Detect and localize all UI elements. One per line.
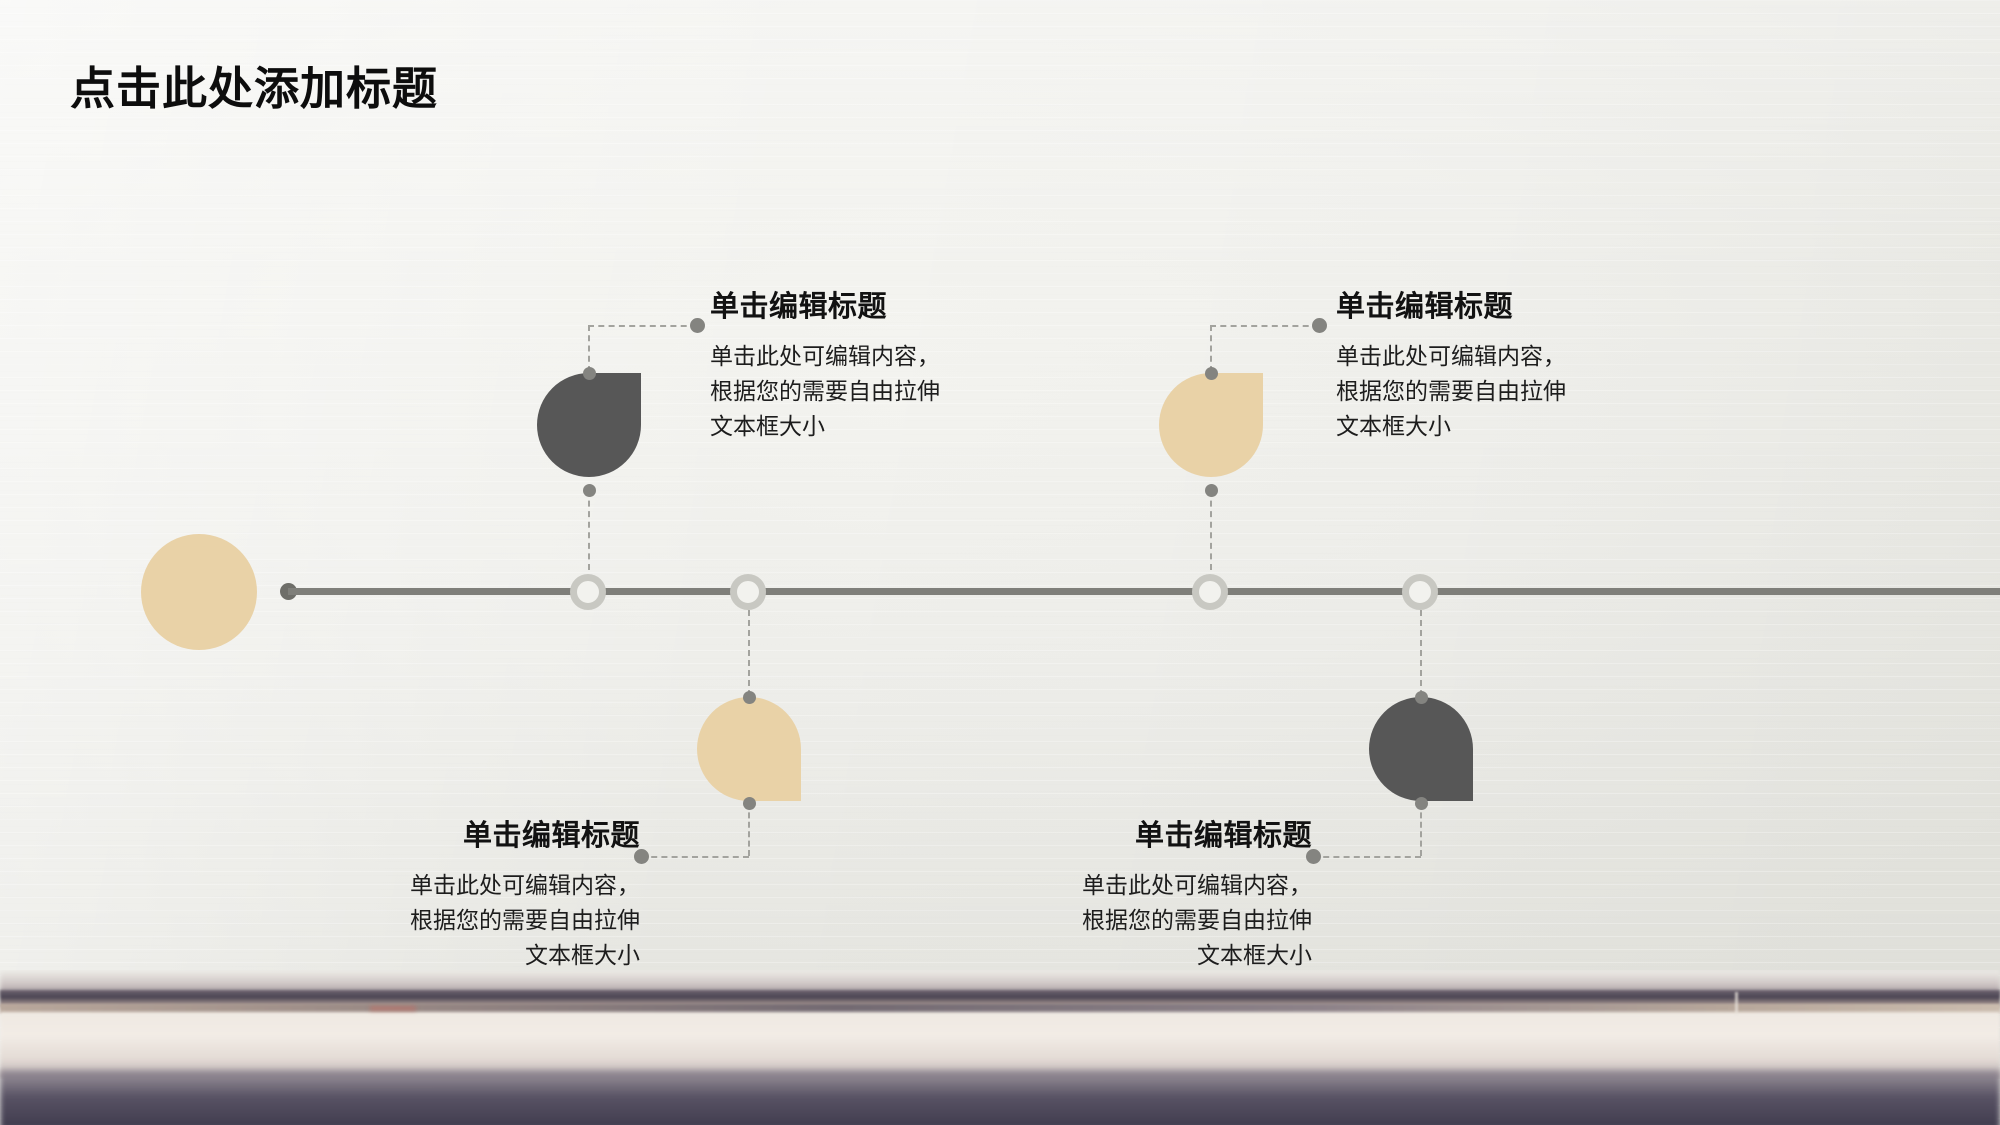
- block-line[interactable]: 文本框大小: [525, 941, 640, 968]
- block-line[interactable]: 文本框大小: [1197, 941, 1312, 968]
- block-line[interactable]: 根据您的需要自由拉伸: [710, 377, 940, 404]
- connector-dot-node-2-end: [634, 849, 649, 864]
- connector-dot-node-4-lower: [1415, 797, 1428, 810]
- timeline-blob-2: [697, 697, 801, 801]
- connector-dot-node-3-end: [1312, 318, 1327, 333]
- block-line[interactable]: 根据您的需要自由拉伸: [1082, 906, 1312, 933]
- timeline-node-marker-4[interactable]: [1402, 574, 1438, 610]
- desk-red-accent: [370, 1006, 416, 1011]
- block-title[interactable]: 单击编辑标题: [1336, 291, 1514, 323]
- timeline-node-marker-1[interactable]: [570, 574, 606, 610]
- connector-node-3-lower: [1210, 490, 1212, 570]
- connector-node-3-upper: [1210, 325, 1212, 372]
- timeline-blob-4: [1369, 697, 1473, 801]
- timeline-blob-1: [537, 373, 641, 477]
- block-title[interactable]: 单击编辑标题: [1134, 820, 1312, 852]
- connector-node-4-horizontal: [1313, 856, 1421, 858]
- desk-edge-band: [0, 990, 2000, 1008]
- connector-dot-node-1-end: [690, 318, 705, 333]
- desk-surface: [0, 1012, 2000, 1078]
- connector-node-2-horizontal: [641, 856, 749, 858]
- desk-photo-strip: [0, 970, 2000, 1125]
- block-title[interactable]: 单击编辑标题: [462, 820, 640, 852]
- block-line[interactable]: 文本框大小: [710, 412, 825, 439]
- connector-dot-node-3-upper: [1205, 367, 1218, 380]
- block-line[interactable]: 单击此处可编辑内容，: [1082, 872, 1312, 898]
- connector-node-4-upper: [1420, 610, 1422, 696]
- text-block-top-left[interactable]: 单击编辑标题 单击此处可编辑内容， 根据您的需要自由拉伸 文本框大小: [710, 283, 940, 444]
- timeline-blob-3: [1159, 373, 1263, 477]
- text-block-top-right[interactable]: 单击编辑标题 单击此处可编辑内容， 根据您的需要自由拉伸 文本框大小: [1336, 283, 1566, 444]
- connector-node-2-lower: [748, 803, 750, 856]
- connector-dot-node-1-upper: [583, 367, 596, 380]
- text-block-bottom-right[interactable]: 单击编辑标题 单击此处可编辑内容， 根据您的需要自由拉伸 文本框大小: [1002, 812, 1312, 973]
- timeline-node-marker-2[interactable]: [730, 574, 766, 610]
- connector-node-4-lower: [1420, 803, 1422, 856]
- connector-dot-node-2-lower: [743, 797, 756, 810]
- connector-node-1-horizontal: [588, 325, 697, 327]
- desk-sheen-band: [0, 1004, 2000, 1014]
- text-block-bottom-left[interactable]: 单击编辑标题 单击此处可编辑内容， 根据您的需要自由拉伸 文本框大小: [330, 812, 640, 973]
- connector-dot-node-1-lower: [583, 484, 596, 497]
- connector-node-3-horizontal: [1210, 325, 1319, 327]
- timeline-axis: [288, 588, 2000, 595]
- decorative-accent-circle: [141, 534, 257, 650]
- block-title[interactable]: 单击编辑标题: [710, 291, 888, 323]
- connector-dot-node-4-upper: [1415, 691, 1428, 704]
- connector-dot-node-3-lower: [1205, 484, 1218, 497]
- timeline-node-marker-3[interactable]: [1192, 574, 1228, 610]
- block-line[interactable]: 根据您的需要自由拉伸: [410, 906, 640, 933]
- page-title[interactable]: 点击此处添加标题: [70, 63, 439, 114]
- connector-node-2-upper: [748, 610, 750, 696]
- block-line[interactable]: 单击此处可编辑内容，: [710, 343, 940, 369]
- connector-dot-node-2-upper: [743, 691, 756, 704]
- connector-dot-node-4-end: [1306, 849, 1321, 864]
- block-line[interactable]: 单击此处可编辑内容，: [410, 872, 640, 898]
- desk-seam-highlight: [1735, 992, 1738, 1014]
- connector-node-1-lower: [588, 490, 590, 570]
- connector-node-1-upper: [588, 325, 590, 372]
- desk-shadow: [0, 1070, 2000, 1125]
- block-line[interactable]: 单击此处可编辑内容，: [1336, 343, 1566, 369]
- block-line[interactable]: 根据您的需要自由拉伸: [1336, 377, 1566, 404]
- block-line[interactable]: 文本框大小: [1336, 412, 1451, 439]
